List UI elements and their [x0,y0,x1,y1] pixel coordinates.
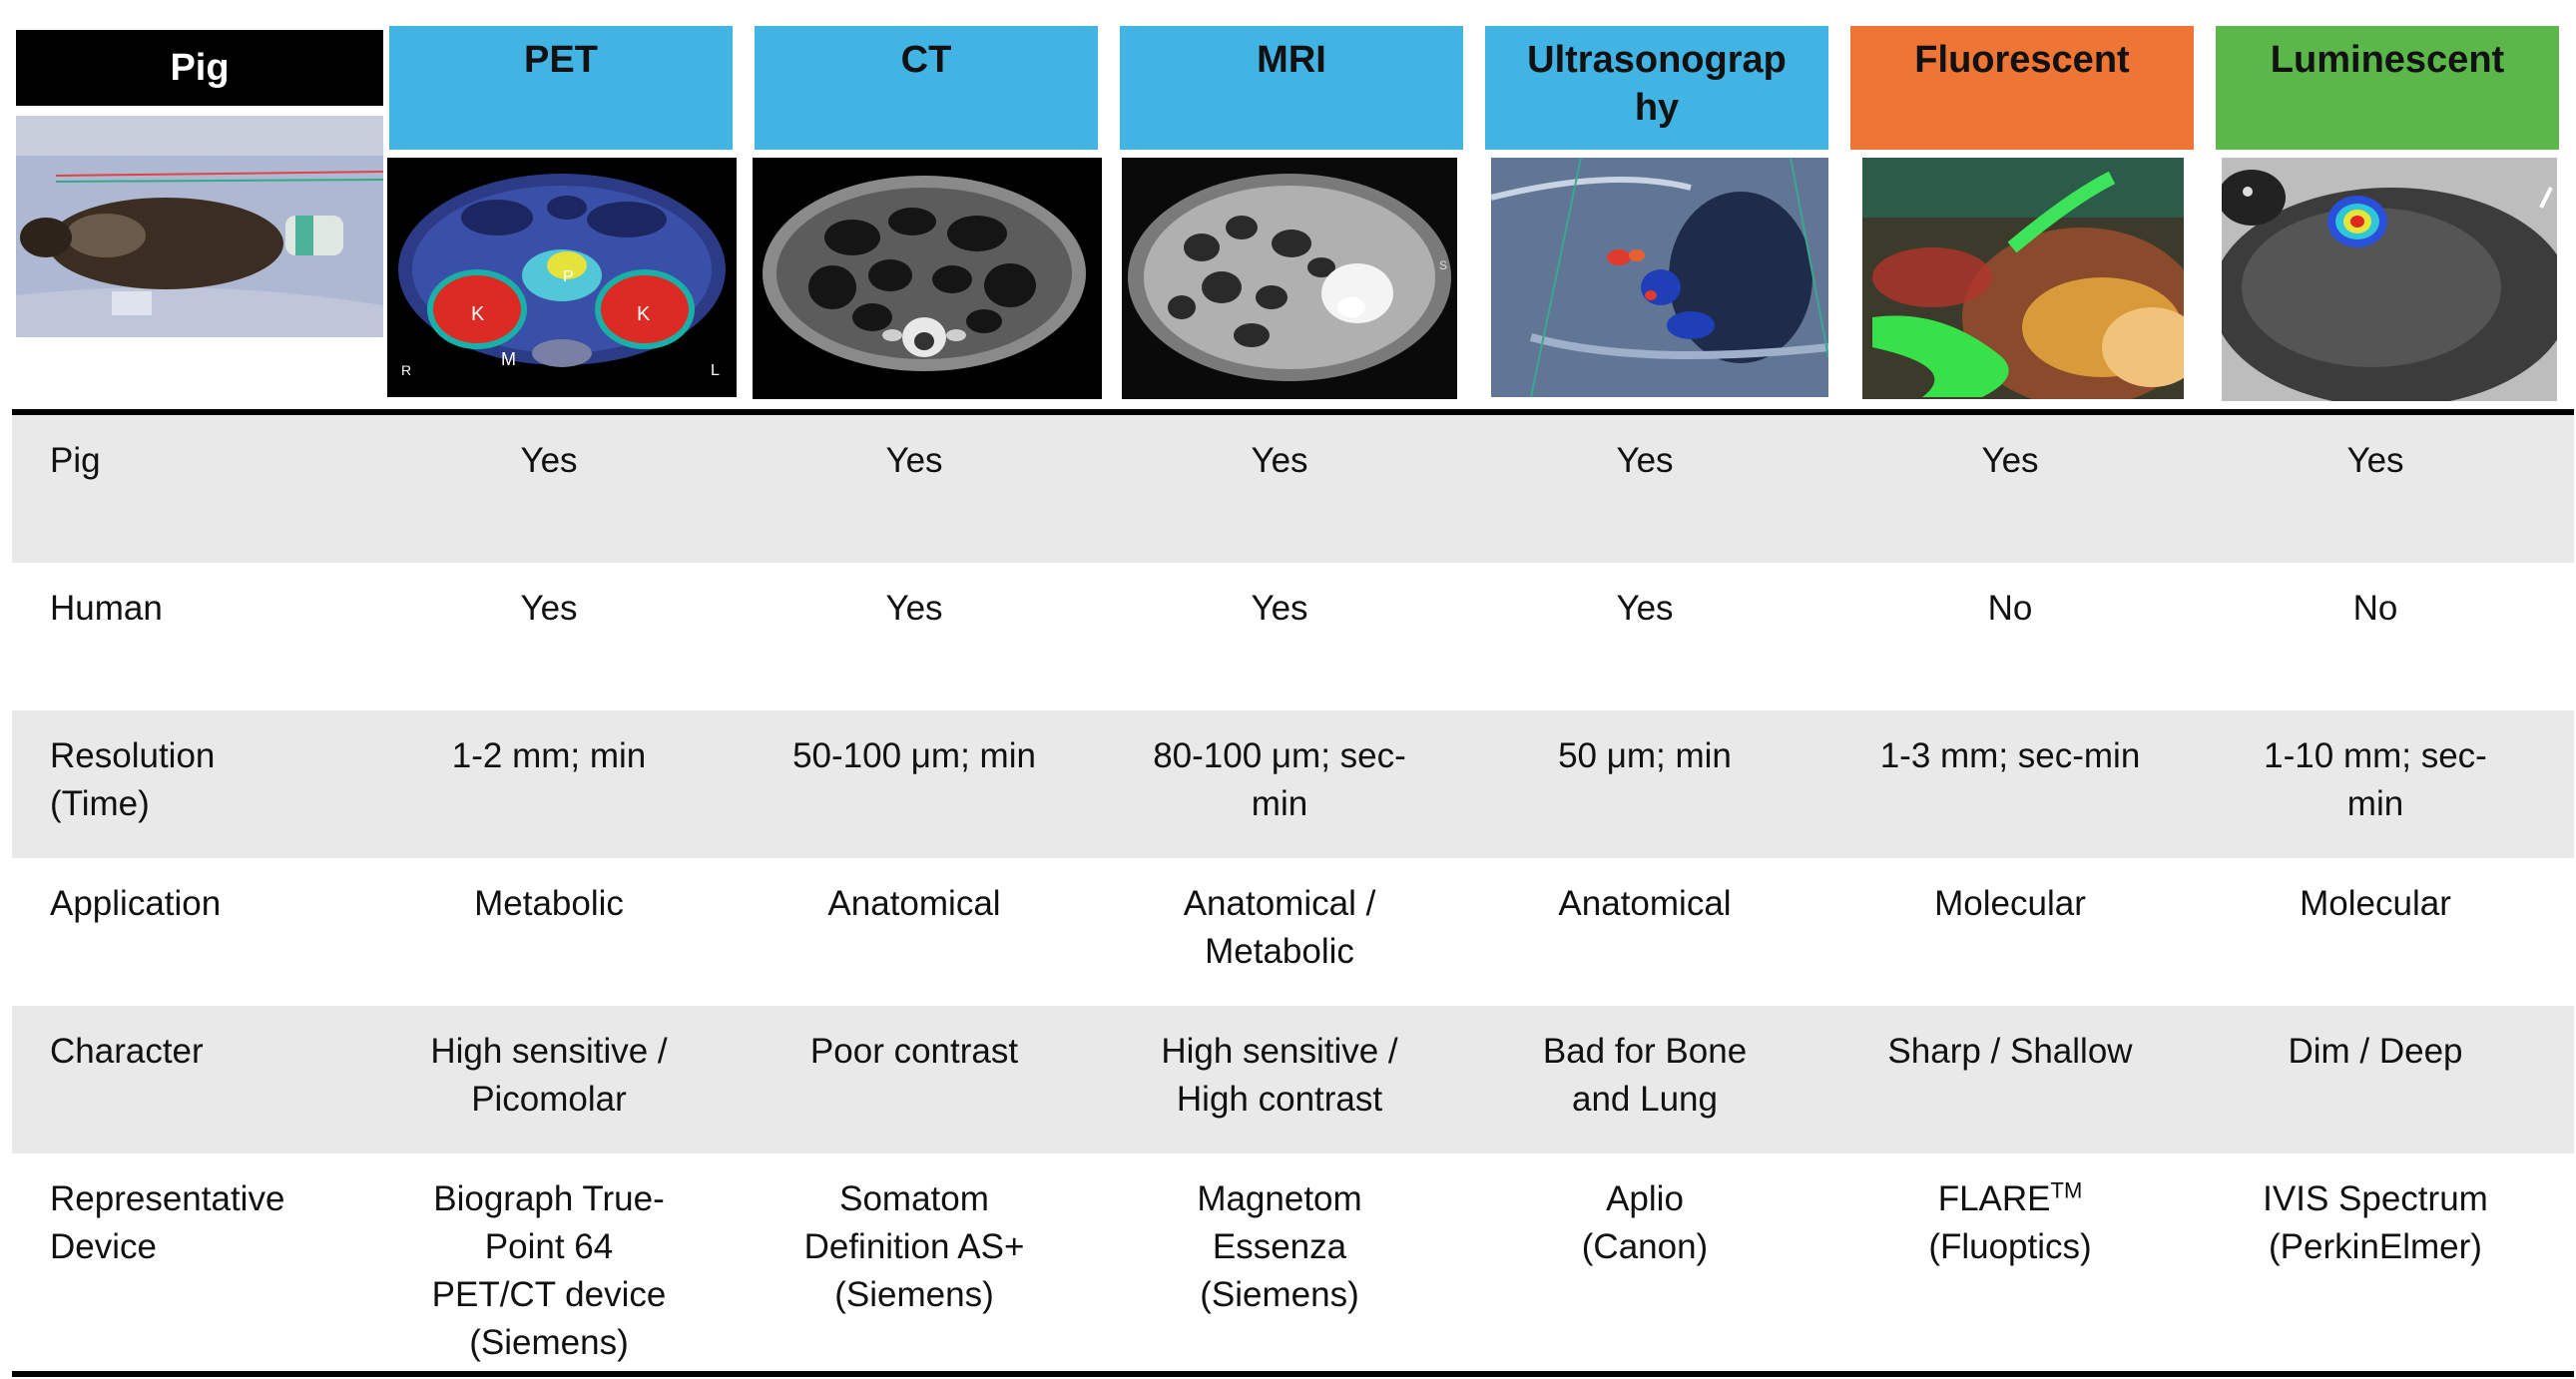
header-label: PET [524,39,598,81]
cell-pet: High sensitive / Picomolar [430,1032,668,1119]
cell-pet: 1-2 mm; min [451,736,647,775]
pet-label-m: M [501,349,516,369]
cell-ct: Somatom Definition AS+ (Siemens) [803,1179,1025,1314]
cell-ct: Poor contrast [809,1032,1019,1071]
cell-fluor: 1-3 mm; sec-min [1879,736,2141,775]
fluorescent-image [1862,158,2184,399]
header-luminescent: Luminescent [2216,26,2559,150]
header-pet: PET [389,26,733,150]
ultrasound-image [1491,158,1828,397]
pet-label-k-left: K [471,303,485,325]
header-fluorescent: Fluorescent [1850,26,2194,150]
row-label: Human [50,589,163,628]
row-label: Representative Device [50,1179,285,1266]
cell-pet: Biograph True- Point 64 PET/CT device (S… [431,1179,667,1362]
luminescent-image [2222,158,2557,401]
cell-lumi: IVIS Spectrum (PerkinElmer) [2263,1179,2488,1266]
bottom-rule [12,1371,2574,1377]
cell-ct: Anatomical [827,884,1001,923]
cell-fluor: Sharp / Shallow [1887,1032,2133,1071]
cell-ct: 50-100 μm; min [792,736,1036,775]
cell-mri: Yes [1251,441,1308,480]
flare-maker: (Fluoptics) [1928,1227,2092,1266]
ct-scan-image [753,158,1102,399]
cell-fluor: Yes [1981,441,2039,480]
row-label: Application [50,884,222,923]
cell-lumi: Molecular [2300,884,2451,923]
pet-scan-image: K K P M R L [387,158,737,397]
pet-label-r: R [401,362,411,378]
pig-header-label: Pig [170,47,230,89]
cell-ct: Yes [885,441,943,480]
cell-fluor: No [1987,589,2033,628]
cell-us: Aplio (Canon) [1581,1179,1709,1266]
header-ct: CT [755,26,1098,150]
cell-us: Yes [1616,589,1674,628]
cell-pet: Metabolic [474,884,624,923]
row-representative-device: Representative Device Biograph True- Poi… [12,1153,2574,1371]
header-mri: MRI [1120,26,1463,150]
cell-fluor: Molecular [1934,884,2086,923]
cell-mri: Magnetom Essenza (Siemens) [1197,1179,1362,1314]
header-ultrasonography: Ultrasonograp hy [1485,26,1828,150]
cell-mri: 80-100 μm; sec- min [1153,736,1406,823]
cell-us: Anatomical [1558,884,1732,923]
pet-label-l: L [711,362,720,379]
cell-lumi: Yes [2346,441,2404,480]
header-label: Fluorescent [1914,39,2130,81]
flare-name: FLARE [1937,1179,2051,1218]
header-label: MRI [1257,39,1326,81]
cell-us: Bad for Bone and Lung [1542,1032,1748,1119]
pig-photo [16,116,383,337]
cell-mri: Anatomical / Metabolic [1183,884,1376,971]
pet-label-p: P [563,268,574,285]
cell-lumi: 1-10 mm; sec- min [2264,736,2487,823]
header-label: Ultrasonograp hy [1527,39,1787,129]
row-label: Pig [50,441,101,480]
cell-fluor: FLARETM (Fluoptics) [1835,1175,2185,1271]
cell-pet: Yes [520,441,578,480]
pig-header: Pig [16,30,383,106]
cell-ct: Yes [885,589,943,628]
row-label: Character [50,1032,204,1071]
row-label: Resolution (Time) [50,736,216,823]
cell-mri: High sensitive / High contrast [1161,1032,1398,1119]
cell-us: 50 μm; min [1558,736,1732,775]
cell-pet: Yes [520,589,578,628]
header-label: CT [900,39,952,81]
row-resolution: Resolution (Time) 1-2 mm; min 50-100 μm; … [12,710,2574,858]
cell-lumi: Dim / Deep [2288,1032,2463,1071]
trademark-mark: TM [2050,1177,2083,1203]
mri-scan-image: S [1122,158,1457,399]
row-pig: Pig Yes Yes Yes Yes Yes Yes [12,415,2574,563]
mri-label-s: S [1439,258,1447,272]
pet-label-k-right: K [637,303,651,325]
row-human: Human Yes Yes Yes Yes No No [12,563,2574,710]
cell-mri: Yes [1251,589,1308,628]
row-character: Character High sensitive / Picomolar Poor… [12,1006,2574,1153]
cell-us: Yes [1616,441,1674,480]
cell-lumi: No [2352,589,2398,628]
top-rule [12,409,2574,415]
header-label: Luminescent [2270,39,2505,81]
row-application: Application Metabolic Anatomical Anatomica… [12,858,2574,1006]
